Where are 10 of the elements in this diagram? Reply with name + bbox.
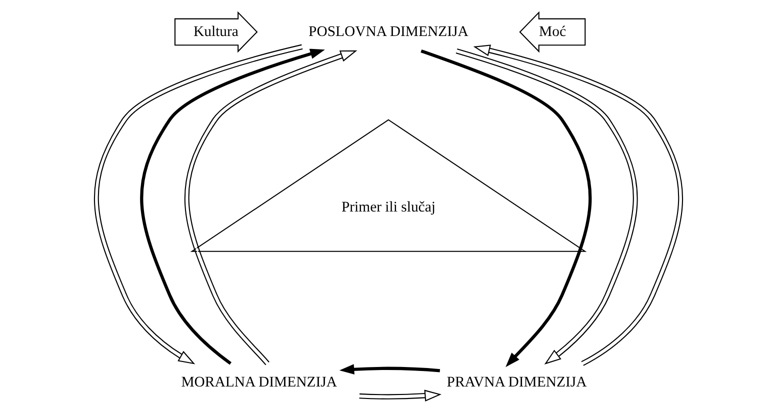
arrow bbox=[455, 48, 638, 365]
node-text: PRAVNA DIMENZIJA bbox=[446, 374, 586, 390]
node-text: MORALNA DIMENZIJA bbox=[180, 374, 337, 390]
arrow bbox=[420, 49, 592, 368]
arrow bbox=[184, 50, 357, 366]
arrow bbox=[94, 44, 302, 364]
node-text: POSLOVNA DIMENZIJA bbox=[308, 24, 468, 40]
arrow bbox=[140, 48, 324, 365]
arrow bbox=[338, 364, 440, 374]
arrow bbox=[472, 44, 682, 366]
